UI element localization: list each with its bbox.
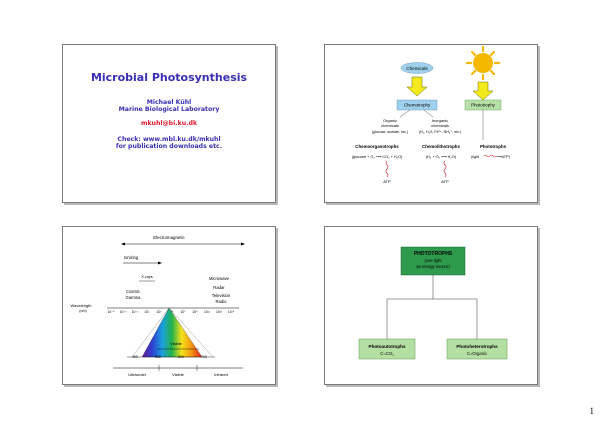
- tick-label: 10¹³: [216, 310, 223, 314]
- slide-title: Microbial Photosynthesis: [90, 71, 248, 84]
- ionizing-label: Ionizing: [124, 255, 139, 260]
- ultraviolet-label: Ultraviolet: [128, 372, 147, 377]
- gamma-label: Gamma: [126, 295, 142, 300]
- tick-label: 10¹: [145, 310, 151, 314]
- institution: Marine Biological Laboratory: [118, 106, 220, 113]
- tick-label: 10⁻³: [120, 310, 128, 314]
- slide-3-spectrum: Electromagnetic Ionizing X-rays Microwav…: [62, 226, 276, 385]
- phototrophs-label: Phototrophs: [480, 144, 507, 149]
- nm-label: 600: [178, 355, 184, 359]
- slide-2-energy-sources: Chemicals Chemotrophy Phototrophy Organi…: [324, 44, 538, 203]
- tick-label: 10¹¹: [204, 310, 211, 314]
- light-equation-left: (light: [471, 155, 480, 159]
- photoheterotrophs-sub: C=Organic: [467, 351, 487, 356]
- atp-right: ATP: [441, 179, 449, 184]
- author-name: Michael Kühl: [146, 99, 192, 106]
- television-label: Television: [212, 293, 231, 298]
- down-arrow-icon: [406, 76, 428, 97]
- chemicals-ellipse: [400, 62, 434, 74]
- slide-4-phototrophs: PHOTOTROPHS (use light as energy source)…: [324, 226, 538, 385]
- photoautotrophs-title: Photoautotrophs: [369, 344, 406, 349]
- tick-label: 10⁻¹: [132, 310, 140, 314]
- tick-label: 10⁷: [181, 310, 187, 314]
- phototrophs-line3: as energy source): [416, 264, 450, 269]
- tick-label: 10⁻⁵: [108, 310, 116, 314]
- atp-left: ATP: [383, 179, 391, 184]
- visible-spectrum-funnel: [141, 307, 203, 358]
- radio-label: Radio: [216, 299, 228, 304]
- light-wave-icon: [483, 154, 497, 158]
- cosmic-label: Cosmic: [126, 289, 140, 294]
- down-arrow-icon: [472, 81, 494, 101]
- chemotrophy-box: [396, 99, 438, 111]
- chemicals-label: Chemicals: [406, 66, 428, 71]
- photoheterotrophs-title: Photoheterotrophs: [456, 344, 498, 349]
- chemolithotroph-equation: (H₂ + O₂ ⟶ H₂O): [426, 155, 457, 159]
- chemolithotrophs-label: Chemolithotrophs: [422, 144, 460, 149]
- infrared-label: Infrared: [214, 372, 228, 377]
- chemoorganotrophs-label: Chemoorganotrophs: [355, 144, 399, 149]
- tick-label: 10¹⁵: [228, 310, 235, 314]
- inorganic-label: Inorganic: [432, 118, 448, 123]
- chemoorganotroph-equation: (glucose + O₂ ⟶ CO₂ + H₂O): [352, 155, 403, 159]
- radar-label: Radar: [213, 285, 225, 290]
- downloads-note: for publication downloads etc.: [115, 143, 223, 150]
- photoautotrophs-box: [358, 338, 416, 360]
- energy-squiggle-icon: [443, 160, 447, 178]
- wavelength-label: Wavelength: [71, 303, 92, 308]
- light-equation-right: ⟶ATP): [496, 155, 511, 159]
- phototrophs-line2: (use light: [425, 258, 443, 263]
- nm-label: 500: [155, 355, 161, 359]
- page-number: 1: [589, 406, 595, 416]
- phototrophy-label: Phototrophy: [471, 103, 495, 108]
- sun-icon: [465, 45, 501, 81]
- wavelength-unit: (nm): [79, 309, 86, 313]
- photoautotrophs-sub: C=CO₂: [380, 351, 394, 356]
- energy-squiggle-icon: [385, 160, 389, 178]
- tick-label: 10⁹: [192, 310, 198, 314]
- tick-label: 10³: [157, 310, 163, 314]
- electromagnetic-label: Electromagnetic: [153, 235, 185, 240]
- chemotrophy-label: Chemotrophy: [404, 103, 431, 108]
- xrays-label: X-rays: [141, 274, 153, 279]
- website-link[interactable]: Check: www.mbl.ku.dk/mkuhl: [117, 136, 221, 143]
- organic-label: Organic: [383, 118, 397, 123]
- microwave-label: Microwave: [209, 276, 230, 281]
- phototrophs-title: PHOTOTROPHS: [414, 251, 453, 257]
- phototrophs-box: [400, 246, 466, 276]
- photoheterotrophs-box: [446, 338, 508, 360]
- inorganic-sub-label: chemicals: [431, 123, 449, 128]
- visible-label: Visible: [170, 341, 182, 346]
- inorganic-examples: (H₂, H₂S, Fe²⁺, NH₄⁺, etc.): [419, 130, 461, 134]
- email-link[interactable]: mkuhl@bi.ku.dk: [141, 120, 197, 127]
- slide-1-title: Microbial Photosynthesis Michael Kühl Ma…: [62, 44, 276, 203]
- organic-examples: (glucose, acetate, etc.): [372, 130, 408, 134]
- nm-label: 400: [132, 355, 138, 359]
- nm-label: 700: [201, 355, 207, 359]
- visible-bottom-label: Visible: [172, 372, 184, 377]
- organic-sub-label: chemicals: [381, 123, 399, 128]
